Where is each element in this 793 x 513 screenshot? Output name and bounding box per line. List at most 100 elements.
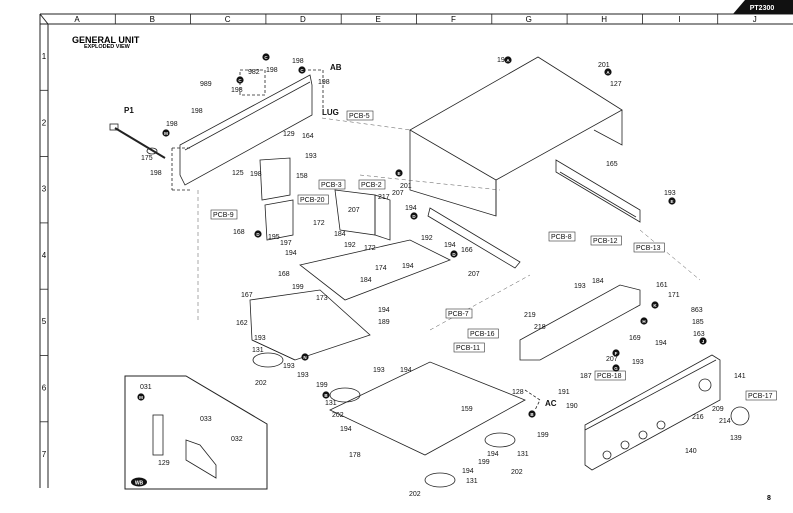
column-label: J: [753, 15, 757, 24]
part-number: 131: [252, 347, 264, 354]
part-number: 193: [574, 283, 586, 290]
pcb-label: PCB-16: [470, 331, 495, 338]
part-number: 184: [360, 277, 372, 284]
reference-mark-circle: [668, 197, 676, 205]
reference-mark-letter: A: [606, 70, 610, 75]
part-number: 863: [691, 307, 703, 314]
part-number: 140: [685, 448, 697, 455]
part-number: 129: [158, 460, 170, 467]
part-number: 194: [378, 307, 390, 314]
top-cover-127: [409, 56, 623, 217]
pcb-label: PCB-18: [597, 373, 622, 380]
part-number: 185: [692, 319, 704, 326]
part-number: 031: [140, 384, 152, 391]
part-number: 194: [444, 242, 456, 249]
reference-mark-letter: H: [642, 319, 645, 324]
pcb-label-box: [745, 390, 777, 401]
part-number: 139: [730, 435, 742, 442]
part-number: 165: [606, 161, 618, 168]
part-shapes: [109, 56, 750, 490]
pcb-label-box: [210, 209, 238, 220]
part-number: 129: [283, 131, 295, 138]
reference-mark-circle: [651, 301, 659, 309]
pcb-label: PCB-2: [361, 182, 382, 189]
part-number: 199: [537, 432, 549, 439]
reference-mark-letter: K: [653, 303, 657, 308]
reference-mark-letter: G: [614, 366, 618, 371]
inset-mark-label: WB: [135, 481, 144, 487]
part-number: 202: [332, 412, 344, 419]
part-number: 207: [392, 190, 404, 197]
front-panel-140: [584, 354, 721, 471]
reference-mark-circle: [612, 349, 620, 357]
inset-mark: WB: [131, 477, 147, 487]
part-number: 198: [318, 79, 330, 86]
part-number: 199: [478, 459, 490, 466]
part-number: 168: [233, 229, 245, 236]
reference-mark-letter: D: [256, 232, 260, 237]
part-number: 173: [316, 295, 328, 302]
part-number: AC: [545, 399, 557, 408]
part-number: 172: [364, 245, 376, 252]
part-number: 192: [344, 242, 356, 249]
part-number: 199: [316, 382, 328, 389]
part-number: 172: [313, 220, 325, 227]
side-bracket-165: [555, 159, 641, 223]
reference-mark-circle: [262, 53, 270, 61]
part-number: 219: [524, 312, 536, 319]
part-number: 184: [592, 278, 604, 285]
pcb-label: PCB-7: [448, 311, 469, 318]
part-number: 193: [305, 153, 317, 160]
column-label: D: [300, 15, 306, 24]
part-number: 198: [231, 87, 243, 94]
part-number: 163: [693, 331, 705, 338]
part-number: 198: [250, 171, 262, 178]
reference-mark-letter: N: [303, 355, 306, 360]
reference-mark-circle: [162, 129, 170, 137]
part-number: 141: [734, 373, 746, 380]
part-number: AB: [330, 63, 342, 72]
part-number: 193: [297, 372, 309, 379]
part-number: 216: [692, 414, 704, 421]
column-label: E: [376, 15, 381, 24]
pcb-label: PCB-9: [213, 212, 234, 219]
part-number: 166: [461, 247, 473, 254]
pcb-1-board: [299, 239, 451, 301]
part-number: 184: [334, 231, 346, 238]
diagram-title: GENERAL UNIT: [72, 35, 140, 45]
pcb-label: PCB-13: [636, 245, 661, 252]
pcb-label: PCB-12: [593, 238, 618, 245]
part-number: 127: [610, 81, 622, 88]
pcb-label-box: [453, 342, 485, 353]
part-number: 194: [400, 367, 412, 374]
row-label: 5: [42, 317, 47, 326]
part-number: 194: [487, 451, 499, 458]
part-number: 171: [668, 292, 680, 299]
pcb-label: PCB-8: [551, 234, 572, 241]
reference-mark-circle: [604, 68, 612, 76]
part-number: 202: [409, 491, 421, 498]
reference-mark-circle: [410, 212, 418, 220]
part-number: 158: [296, 173, 308, 180]
rear-panel: [171, 69, 324, 191]
main-chassis-frame: [519, 284, 641, 361]
part-number: 198: [292, 58, 304, 65]
part-number: 128: [512, 389, 524, 396]
part-number: 194: [462, 468, 474, 475]
part-number: 162: [236, 320, 248, 327]
reference-mark-circle: [322, 391, 330, 399]
reference-mark-letter: F: [615, 351, 618, 356]
bottom-chassis-162: [249, 289, 371, 361]
bottom-plate-128: [329, 361, 541, 456]
part-number: 131: [466, 478, 478, 485]
part-number: 175: [141, 155, 153, 162]
reference-mark-circle: [504, 56, 512, 64]
part-number: 201: [598, 62, 610, 69]
pcb-label-box: [346, 110, 374, 121]
reference-mark-circle: [254, 230, 262, 238]
reference-mark-letter: D: [412, 214, 416, 219]
part-number: 207: [348, 207, 360, 214]
model-badge: PT2300: [750, 5, 775, 12]
